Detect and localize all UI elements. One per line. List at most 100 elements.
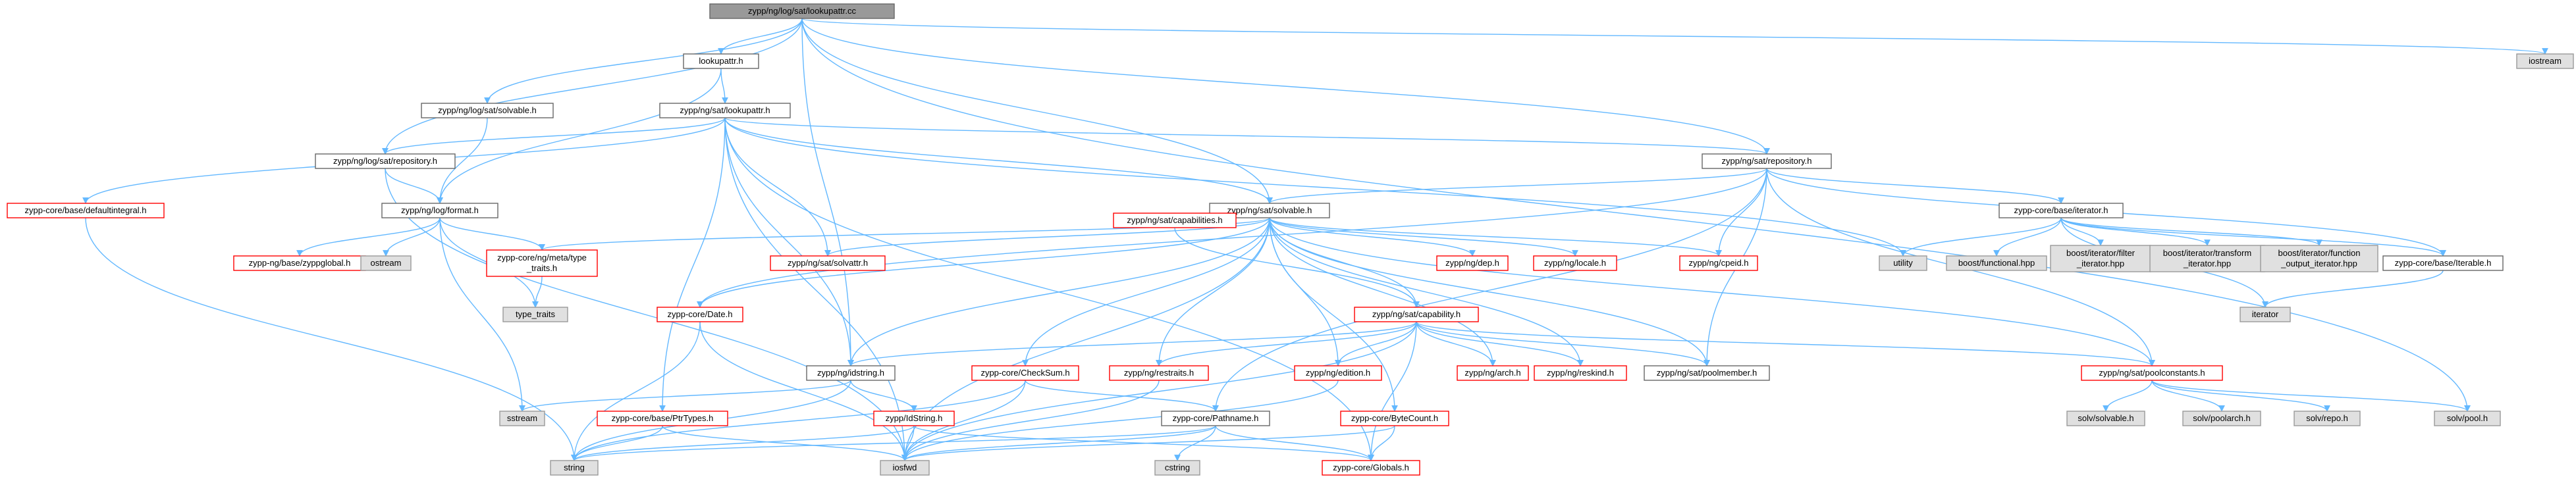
edge-satlookupattr-to-utility bbox=[724, 117, 1906, 257]
node-label: iostream bbox=[2529, 56, 2562, 66]
edge-logrepository-to-logformat bbox=[385, 168, 443, 204]
node-box bbox=[421, 103, 554, 118]
edge-idstring-to-idstringcore bbox=[850, 380, 917, 412]
node-typetraits: type_traits bbox=[502, 307, 568, 322]
node-box bbox=[2260, 245, 2378, 272]
node-label: ostream bbox=[371, 258, 402, 268]
node-cstring: cstring bbox=[1154, 460, 1200, 476]
edge-pathname-to-globals bbox=[1215, 425, 1374, 461]
node-label: zypp-core/Date.h bbox=[668, 309, 733, 319]
node-zyppglobal[interactable]: zypp-ng/base/zyppglobal.h bbox=[233, 255, 366, 271]
node-cpeid[interactable]: zypp/ng/cpeid.h bbox=[1679, 255, 1758, 271]
edge-root-to-iostream bbox=[801, 18, 2548, 55]
node-capabilities[interactable]: zypp/ng/sat/capabilities.h bbox=[1113, 213, 1237, 228]
edge-checksum-to-string bbox=[571, 380, 1026, 461]
node-idstringcore[interactable]: zypp/IdString.h bbox=[873, 411, 955, 426]
node-label: zypp-core/CheckSum.h bbox=[980, 368, 1069, 378]
node-dep[interactable]: zypp/ng/dep.h bbox=[1436, 255, 1509, 271]
edge-satsolvable-to-dep bbox=[1269, 217, 1476, 257]
node-label: zypp-core/ByteCount.h bbox=[1351, 413, 1438, 423]
node-arch[interactable]: zypp/ng/arch.h bbox=[1457, 365, 1529, 381]
node-iosfwd: iosfwd bbox=[880, 460, 930, 476]
node-bytecount[interactable]: zypp-core/ByteCount.h bbox=[1340, 411, 1449, 426]
edge-satsolvable-to-reskind bbox=[1269, 217, 1584, 366]
node-poolmember[interactable]: zypp/ng/sat/poolmember.h bbox=[1644, 365, 1770, 381]
node-box bbox=[1209, 203, 1330, 218]
edges-layer bbox=[82, 18, 2548, 461]
node-box bbox=[2240, 307, 2291, 322]
node-box bbox=[659, 103, 791, 118]
node-satrepository[interactable]: zypp/ng/sat/repository.h bbox=[1702, 153, 1832, 169]
node-label: zypp/ng/arch.h bbox=[1464, 368, 1520, 378]
edge-root-to-lookupattr bbox=[718, 18, 803, 55]
node-root[interactable]: zypp/ng/log/sat/lookupattr.cc bbox=[709, 3, 895, 19]
node-box bbox=[597, 411, 728, 426]
node-globals[interactable]: zypp-core/Globals.h bbox=[1322, 460, 1420, 476]
edge-iteratorh-to-filteriter bbox=[2060, 217, 2104, 246]
node-label: zypp-core/base/PtrTypes.h bbox=[612, 413, 714, 423]
node-label: zypp/ng/sat/repository.h bbox=[1721, 156, 1811, 166]
node-ptrtypes[interactable]: zypp-core/base/PtrTypes.h bbox=[597, 411, 728, 426]
edge-checksum-to-iosfwd bbox=[901, 380, 1026, 461]
node-label: zypp/ng/sat/poolmember.h bbox=[1657, 368, 1757, 378]
node-lookupattr[interactable]: lookupattr.h bbox=[683, 53, 759, 69]
node-label: cstring bbox=[1165, 463, 1190, 472]
node-satsolvable[interactable]: zypp/ng/sat/solvable.h bbox=[1209, 203, 1330, 218]
node-label: solv/solvable.h bbox=[2078, 413, 2133, 423]
edge-capability-to-idstring bbox=[847, 321, 1417, 366]
node-reskind[interactable]: zypp/ng/reskind.h bbox=[1534, 365, 1627, 381]
edge-satrepository-to-date bbox=[697, 168, 1767, 308]
node-satlookupattr[interactable]: zypp/ng/sat/lookupattr.h bbox=[659, 103, 791, 118]
node-label: zypp/ng/sat/poolconstants.h bbox=[2099, 368, 2205, 378]
node-logrepository[interactable]: zypp/ng/log/sat/repository.h bbox=[315, 153, 456, 169]
node-box bbox=[2081, 365, 2223, 381]
node-label: zypp-core/base/Iterable.h bbox=[2395, 258, 2492, 268]
edge-poolconstants-to-solvpool bbox=[2151, 380, 2471, 412]
node-date[interactable]: zypp-core/Date.h bbox=[657, 307, 743, 322]
edge-poolconstants-to-solvpoolarch bbox=[2151, 380, 2225, 412]
node-box bbox=[1354, 307, 1479, 322]
edge-satlookupattr-to-solvattr bbox=[724, 117, 831, 257]
node-poolconstants[interactable]: zypp/ng/sat/poolconstants.h bbox=[2081, 365, 2223, 381]
node-solvpoolarch: solv/poolarch.h bbox=[2182, 411, 2261, 426]
node-label: zypp/ng/sat/capability.h bbox=[1372, 309, 1461, 319]
edge-iteratorh-to-utility bbox=[1900, 217, 2062, 257]
node-label: zypp-core/Pathname.h bbox=[1173, 413, 1259, 423]
edge-capability-to-iosfwd bbox=[901, 321, 1417, 461]
node-utility: utility bbox=[1879, 255, 1927, 271]
node-locale[interactable]: zypp/ng/locale.h bbox=[1533, 255, 1617, 271]
edge-root-to-logrepository bbox=[382, 18, 803, 155]
node-restraits[interactable]: zypp/ng/restraits.h bbox=[1109, 365, 1209, 381]
node-metatype[interactable]: zypp-core/ng/meta/type_traits.h bbox=[486, 249, 598, 277]
edge-capability-to-restraits bbox=[1156, 321, 1417, 366]
node-defaultintegral[interactable]: zypp-core/base/defaultintegral.h bbox=[7, 203, 165, 218]
node-capability[interactable]: zypp/ng/sat/capability.h bbox=[1354, 307, 1479, 322]
edge-root-to-satsolvable bbox=[801, 18, 1273, 204]
edge-satsolvable-to-edition bbox=[1269, 217, 1341, 366]
node-logformat[interactable]: zypp/ng/log/format.h bbox=[381, 203, 498, 218]
node-label: lookupattr.h bbox=[699, 56, 743, 66]
edge-pathname-to-cstring bbox=[1174, 425, 1216, 461]
node-label: zypp/ng/reskind.h bbox=[1547, 368, 1614, 378]
node-pathname[interactable]: zypp-core/Pathname.h bbox=[1161, 411, 1270, 426]
edge-satsolvable-to-poolmember bbox=[1269, 217, 1710, 366]
node-box bbox=[806, 365, 896, 381]
node-label: boost/functional.hpp bbox=[1958, 258, 2035, 268]
node-solvattr[interactable]: zypp/ng/sat/solvattr.h bbox=[770, 255, 886, 271]
node-idstring[interactable]: zypp/ng/idstring.h bbox=[806, 365, 896, 381]
node-box bbox=[1679, 255, 1758, 271]
node-logsolvable[interactable]: zypp/ng/log/sat/solvable.h bbox=[421, 103, 554, 118]
node-box bbox=[2434, 411, 2501, 426]
node-label: zypp/ng/log/format.h bbox=[401, 205, 479, 215]
node-box bbox=[1154, 460, 1200, 476]
node-box bbox=[2516, 53, 2574, 69]
edge-satrepository-to-iteratorh bbox=[1766, 168, 2064, 204]
edge-lookupattr-to-logformat bbox=[437, 68, 722, 204]
node-label: solv/poolarch.h bbox=[2193, 413, 2250, 423]
node-checksum[interactable]: zypp-core/CheckSum.h bbox=[971, 365, 1079, 381]
node-iteratorh[interactable]: zypp-core/base/iterator.h bbox=[1999, 203, 2124, 218]
node-edition[interactable]: zypp/ng/edition.h bbox=[1294, 365, 1382, 381]
edge-root-to-logsolvable bbox=[484, 18, 803, 104]
node-iterable[interactable]: zypp-core/base/Iterable.h bbox=[2382, 255, 2504, 271]
node-label: zypp/ng/log/sat/lookupattr.cc bbox=[748, 6, 857, 16]
